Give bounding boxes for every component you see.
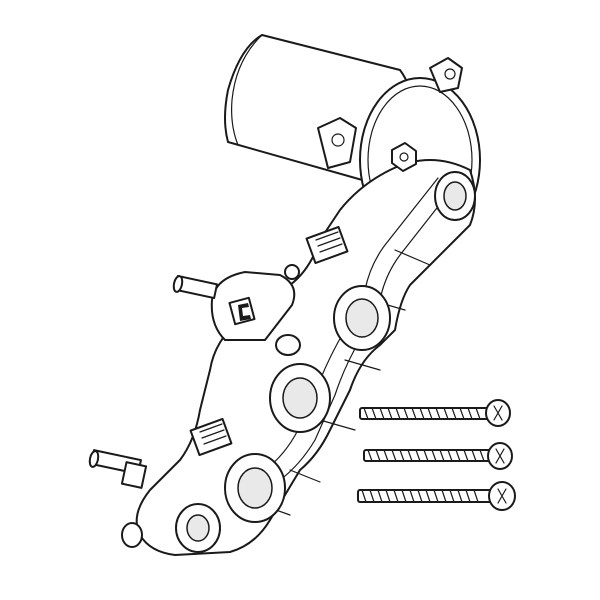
screw-boss-2 — [275, 334, 301, 356]
bearing-boss-4 — [224, 453, 286, 523]
screw-boss-3 — [121, 522, 143, 548]
mid-lug-icon — [210, 271, 296, 341]
gearbox-housing-icon — [121, 142, 476, 556]
hex-nut-icon — [391, 142, 417, 172]
phillips-screw-icon-2 — [363, 442, 513, 470]
bearing-boss-3 — [269, 363, 331, 433]
phillips-screw-icon-1 — [359, 399, 511, 427]
bearing-boss-5 — [175, 503, 221, 553]
shaft-icon-upper — [172, 274, 219, 300]
shaft-icon-lower — [88, 449, 148, 489]
bearing-boss-2 — [333, 285, 391, 351]
phillips-screw-icon-3 — [357, 481, 516, 511]
screw-boss-1 — [284, 264, 300, 280]
clip-tab-1 — [305, 225, 349, 265]
clip-tab-2 — [189, 417, 233, 457]
bearing-boss-1 — [434, 171, 476, 221]
